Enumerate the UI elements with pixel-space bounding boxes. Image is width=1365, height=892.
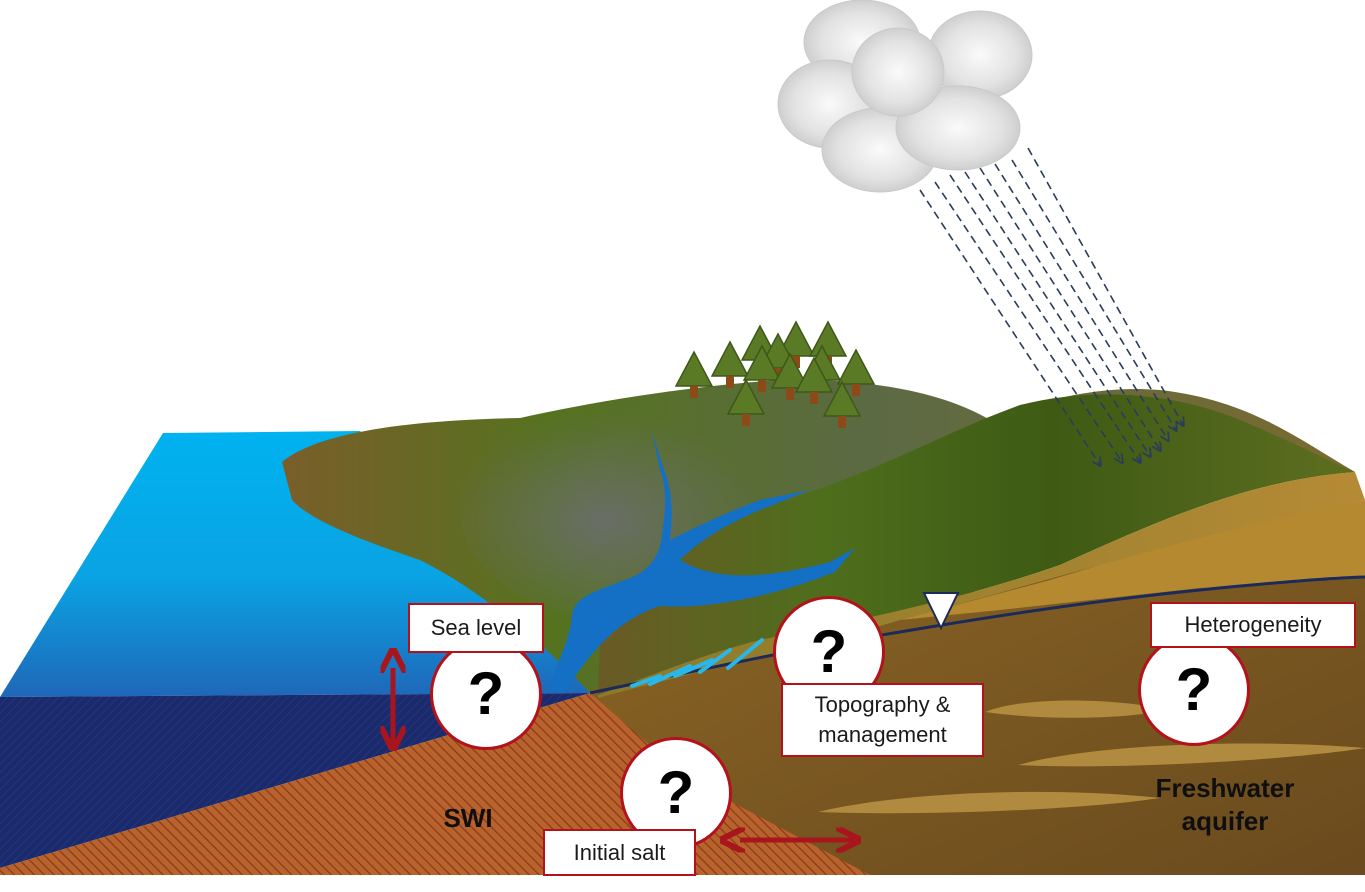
sea-level-label: Sea level xyxy=(408,603,544,653)
question-mark: ? xyxy=(810,618,848,685)
rain-arrows xyxy=(919,147,1183,465)
tree-icon xyxy=(794,356,834,404)
river xyxy=(548,432,855,693)
tree-icon xyxy=(770,352,810,400)
tree-icon xyxy=(674,350,714,398)
freshwater-aquifer-label: Freshwater aquifer xyxy=(1155,773,1295,836)
question-mark: ? xyxy=(1175,656,1213,723)
aquifer-lens-3 xyxy=(818,791,1160,814)
initial-salt-label: Initial salt xyxy=(543,829,696,876)
question-sea-level: ? xyxy=(430,638,542,750)
topography-management-label: Topography & management xyxy=(781,683,984,757)
tree-cluster xyxy=(674,320,876,428)
swi-zone-label: SWI xyxy=(443,803,493,833)
tree-icon xyxy=(836,348,876,396)
question-mark: ? xyxy=(657,759,695,826)
question-mark: ? xyxy=(467,660,505,727)
tree-icon xyxy=(776,320,816,368)
tree-icon xyxy=(710,340,750,388)
aquifer-lens-1 xyxy=(985,700,1168,718)
heterogeneity-label: Heterogeneity xyxy=(1150,602,1356,648)
tree-icon xyxy=(822,380,862,428)
tree-icon xyxy=(726,378,766,426)
aquifer-lens-2 xyxy=(1018,743,1365,767)
upper-sand-layer xyxy=(900,500,1365,620)
seepage-marks xyxy=(630,638,764,688)
question-heterogeneity: ? xyxy=(1138,634,1250,746)
cloud-icon xyxy=(777,0,1033,193)
water-table-marker xyxy=(922,592,960,631)
tree-icon xyxy=(742,344,782,392)
